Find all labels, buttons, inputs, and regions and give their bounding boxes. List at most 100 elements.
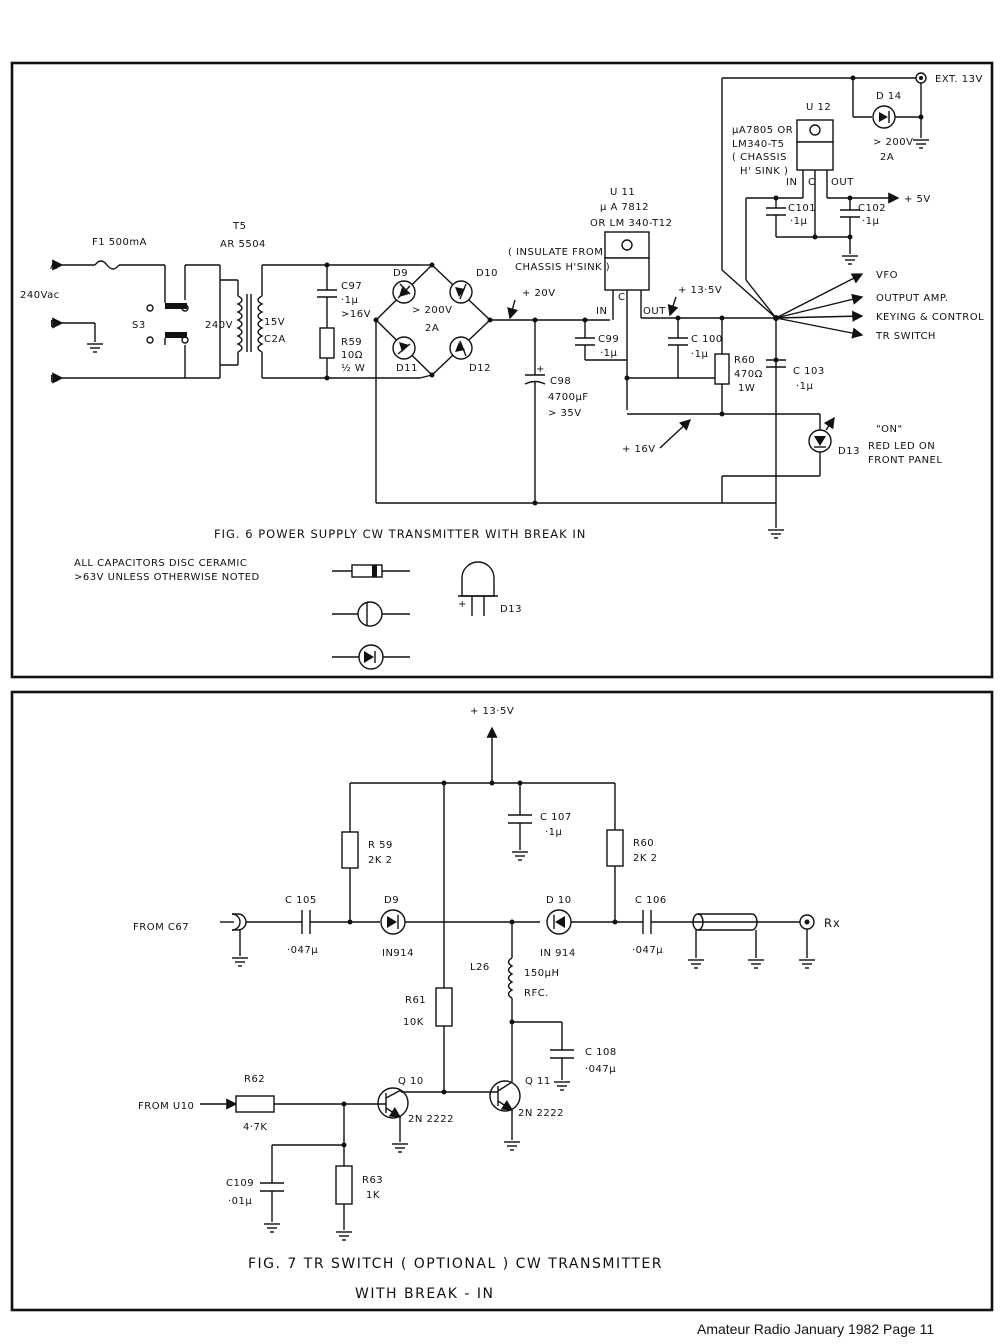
label-f1: F1 500mA — [92, 237, 147, 248]
label-r62-value: 4·7K — [243, 1122, 267, 1133]
label-r59-tr: R 59 — [368, 840, 393, 851]
c98-plus: + — [536, 364, 545, 375]
label-c97: C97 — [341, 281, 362, 292]
label-d13: D13 — [838, 446, 860, 457]
label-l26: L26 — [470, 962, 490, 973]
resistor-r59 — [319, 327, 335, 359]
label-r61-value: 10K — [403, 1017, 424, 1028]
label-c106-value: ·047μ — [632, 945, 663, 956]
label-u11-part: μ A 7812 — [600, 202, 649, 213]
label-c100: C 100 — [691, 334, 723, 345]
label-r60-tr: R60 — [633, 838, 654, 849]
label-c107-value: ·1μ — [545, 827, 563, 838]
label-ext-13v: EXT. 13V — [935, 74, 983, 85]
legend-resistor-symbol — [332, 564, 410, 578]
label-r63-value: 1K — [366, 1190, 380, 1201]
label-c99: C99 — [598, 334, 619, 345]
label-r59: R59 — [341, 337, 362, 348]
label-r61: R61 — [405, 995, 426, 1006]
label-u11-c: C — [618, 292, 625, 303]
label-c101-value: ·1μ — [790, 216, 808, 227]
label-vfo: VFO — [876, 270, 898, 281]
label-c98: C98 — [550, 376, 571, 387]
label-c103-value: ·1μ — [796, 381, 814, 392]
label-u12: U 12 — [806, 102, 831, 113]
label-led1: RED LED ON — [868, 441, 935, 452]
label-u12-part: μA7805 OR — [732, 125, 793, 136]
label-d14: D 14 — [876, 91, 902, 102]
page-footer: Amateur Radio January 1982 Page 11 — [697, 1321, 934, 1337]
label-keying: KEYING & CONTROL — [876, 312, 984, 323]
label-q10: Q 10 — [398, 1076, 424, 1087]
label-u12-chassis: ( CHASSIS — [732, 152, 787, 163]
label-q10-part: 2N 2222 — [408, 1114, 454, 1125]
legend-led-symbol: + — [458, 561, 498, 616]
resistor-r61 — [435, 987, 453, 1027]
label-v5: + 5V — [904, 194, 931, 205]
label-c105: C 105 — [285, 895, 317, 906]
label-t5-part: AR 5504 — [220, 239, 266, 250]
label-c100-value: ·1μ — [691, 349, 709, 360]
label-r60-watt: 1W — [738, 383, 755, 394]
fig7-caption-line1: FIG. 7 TR SWITCH ( OPTIONAL ) CW TRANSMI… — [248, 1256, 663, 1272]
label-d14-current: 2A — [880, 152, 894, 163]
label-u12-in: IN — [786, 177, 797, 188]
transformer-t5 — [220, 265, 264, 378]
svg-text:+: + — [458, 599, 467, 610]
input-coax-connector — [220, 913, 249, 967]
d13-plus: + — [826, 419, 835, 430]
label-r62: R62 — [244, 1074, 265, 1085]
label-s3: S3 — [132, 320, 146, 331]
label-n: N — [50, 374, 58, 385]
fig6-note-line2: >63V UNLESS OTHERWISE NOTED — [74, 572, 260, 583]
label-u12-alt: LM340-T5 — [732, 139, 784, 150]
label-t5: T5 — [232, 221, 246, 232]
label-c102-value: ·1μ — [862, 216, 880, 227]
label-rx: Rx — [824, 916, 841, 930]
label-v20: + 20V — [522, 288, 556, 299]
regulator-u11 — [604, 231, 650, 410]
label-output-amp: OUTPUT AMP. — [876, 293, 949, 304]
fig6-power-supply-diagram: A F1 500mA 240Vac E N S3 — [20, 72, 984, 670]
legend-label-d13: D13 — [500, 604, 522, 615]
label-a: A — [50, 261, 57, 272]
label-r59-value: 10Ω — [341, 350, 363, 361]
fig7-tr-switch-diagram: + 13·5V C 107 ·1μ R 59 2K 2 R60 2K 2 FRO… — [133, 706, 841, 1302]
label-u11: U 11 — [610, 187, 635, 198]
coax-cable — [687, 913, 765, 969]
label-u11-alt: OR LM 340-T12 — [590, 218, 673, 229]
label-c98-value: 4700μF — [548, 392, 589, 403]
label-bridge-voltage: > 200V — [412, 305, 453, 316]
inductor-l26 — [507, 957, 514, 999]
label-fig7-v135: + 13·5V — [470, 706, 514, 717]
label-q11-part: 2N 2222 — [518, 1108, 564, 1119]
label-d10-tr-part: IN 914 — [540, 948, 576, 959]
label-c98-voltage: > 35V — [548, 408, 582, 419]
label-u12-out: OUT — [831, 177, 854, 188]
label-r60-tr-value: 2K 2 — [633, 853, 657, 864]
label-c106: C 106 — [635, 895, 667, 906]
legend-diode-symbol — [332, 644, 410, 670]
fig6-note-line1: ALL CAPACITORS DISC CERAMIC — [74, 558, 247, 569]
label-u11-in: IN — [596, 306, 607, 317]
label-q11: Q 11 — [525, 1076, 551, 1087]
transistor-q11 — [489, 1080, 521, 1151]
label-r63: R63 — [362, 1175, 383, 1186]
resistor-r60 — [714, 353, 730, 385]
fig6-caption: FIG. 6 POWER SUPPLY CW TRANSMITTER WITH … — [214, 527, 586, 541]
label-c101: C101 — [788, 203, 816, 214]
label-tr-switch: TR SWITCH — [875, 331, 936, 342]
label-c109-value: ·01μ — [228, 1196, 252, 1207]
label-r60: R60 — [734, 355, 755, 366]
label-c102: C102 — [858, 203, 886, 214]
label-prim: 240V — [205, 320, 233, 331]
label-d9: D9 — [393, 268, 408, 279]
label-c108-value: ·047μ — [585, 1064, 616, 1075]
bridge-rectifier — [373, 262, 493, 378]
transistor-q10 — [377, 1087, 444, 1153]
label-insulate1: ( INSULATE FROM — [508, 247, 603, 258]
label-c97-value: ·1μ — [341, 295, 359, 306]
resistor-r60-tr — [606, 829, 624, 867]
label-v16: + 16V — [622, 444, 656, 455]
